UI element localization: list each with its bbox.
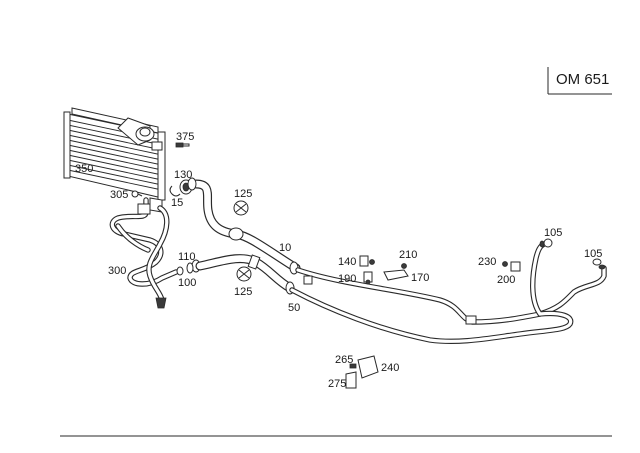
callout-230: 230 [478, 256, 496, 268]
oil-cooler [63, 107, 166, 213]
callout-130: 130 [174, 169, 192, 181]
callout-15: 15 [171, 197, 183, 209]
callout-170: 170 [411, 272, 429, 284]
clip-140 [359, 255, 375, 267]
callout-275: 275 [328, 378, 346, 390]
callout-300: 300 [108, 265, 126, 277]
callout-240: 240 [381, 362, 399, 374]
engine-code-box: OM 651 [547, 67, 612, 95]
callout-375: 375 [176, 131, 194, 143]
callout-100: 100 [178, 277, 196, 289]
callout-105-a: 105 [544, 227, 562, 239]
line-bracket-2 [465, 315, 477, 325]
clip-200 [502, 261, 521, 272]
pipe-assembly-300 [109, 197, 179, 309]
end-fitting-105-a [539, 238, 553, 248]
callout-305: 305 [110, 189, 128, 201]
callout-350: 350 [75, 163, 93, 175]
callout-50: 50 [288, 302, 300, 314]
end-fitting-105-b [592, 258, 606, 270]
callout-105-b: 105 [584, 248, 602, 260]
line-bracket-1 [303, 275, 313, 285]
callout-10: 10 [279, 242, 291, 254]
callout-210: 210 [399, 249, 417, 261]
long-line-upper [295, 265, 607, 325]
bolt-305 [131, 190, 143, 198]
clip-190 [363, 271, 373, 285]
callout-125-lower: 125 [234, 286, 252, 298]
clamp-125-upper [233, 200, 249, 216]
bracket-240 [345, 355, 379, 389]
bolt-375 [175, 142, 190, 148]
callout-265: 265 [335, 354, 353, 366]
callout-110: 110 [178, 251, 196, 263]
callout-200: 200 [497, 274, 515, 286]
engine-code-label: OM 651 [556, 71, 609, 88]
callout-140: 140 [338, 256, 356, 268]
bracket-170 [383, 263, 409, 281]
clamp-125-lower [236, 266, 252, 282]
hose-10 [187, 177, 301, 275]
fitting-100 [176, 266, 184, 276]
clamp-band [247, 254, 261, 270]
long-line-lower [289, 241, 574, 344]
callout-125-upper: 125 [234, 188, 252, 200]
callout-190: 190 [338, 273, 356, 285]
clip-15 [169, 185, 181, 197]
